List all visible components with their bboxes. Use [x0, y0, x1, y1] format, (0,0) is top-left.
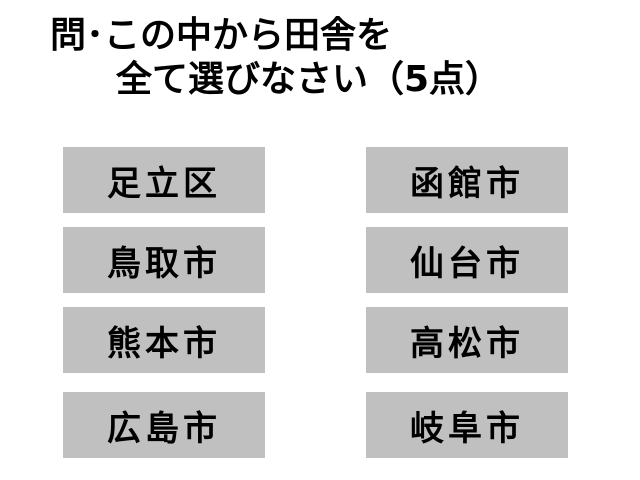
- choice-label: 函館市: [410, 163, 524, 204]
- choice-label: 高松市: [410, 323, 524, 364]
- choice-tottori-shi[interactable]: 鳥取市: [63, 227, 265, 293]
- choice-label: 足立区: [107, 163, 221, 204]
- choice-label: 仙台市: [410, 243, 524, 284]
- choice-label: 熊本市: [107, 323, 221, 364]
- choice-label: 鳥取市: [107, 243, 221, 284]
- choice-hakodate-shi[interactable]: 函館市: [366, 147, 568, 213]
- question-line-2: 全て選びなさい（5点）: [116, 59, 502, 100]
- choice-kumamoto-shi[interactable]: 熊本市: [63, 307, 265, 373]
- question-title: 問･この中から田舎を 全て選びなさい（5点）: [50, 14, 610, 102]
- choice-adachi-ku[interactable]: 足立区: [63, 147, 265, 213]
- question-line-1: 問･この中から田舎を: [50, 15, 393, 56]
- choice-label: 広島市: [107, 408, 221, 449]
- choice-hiroshima-shi[interactable]: 広島市: [63, 392, 265, 458]
- choice-takamatsu-shi[interactable]: 高松市: [366, 307, 568, 373]
- choice-sendai-shi[interactable]: 仙台市: [366, 227, 568, 293]
- choice-gifu-shi[interactable]: 岐阜市: [366, 392, 568, 458]
- choice-label: 岐阜市: [410, 408, 524, 449]
